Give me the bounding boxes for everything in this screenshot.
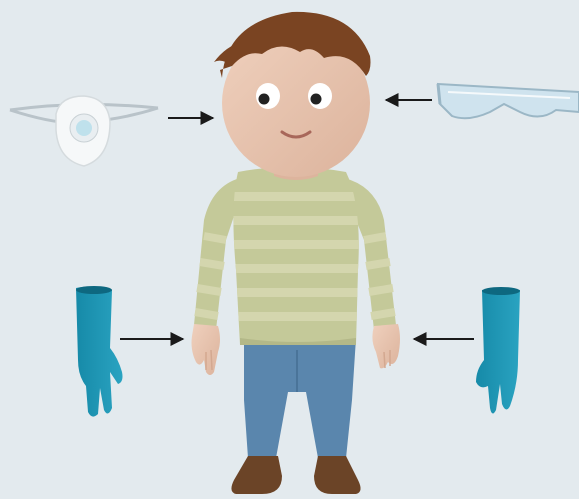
dust-mask xyxy=(10,96,158,166)
person xyxy=(192,12,401,494)
head xyxy=(214,12,371,177)
jeans xyxy=(244,338,356,458)
left-hand xyxy=(192,324,221,375)
shoes xyxy=(231,456,360,494)
right-hand xyxy=(372,324,400,368)
safety-goggles xyxy=(438,84,579,118)
right-rubber-glove xyxy=(476,287,520,414)
left-rubber-glove xyxy=(76,286,123,417)
left-arm xyxy=(194,178,240,330)
